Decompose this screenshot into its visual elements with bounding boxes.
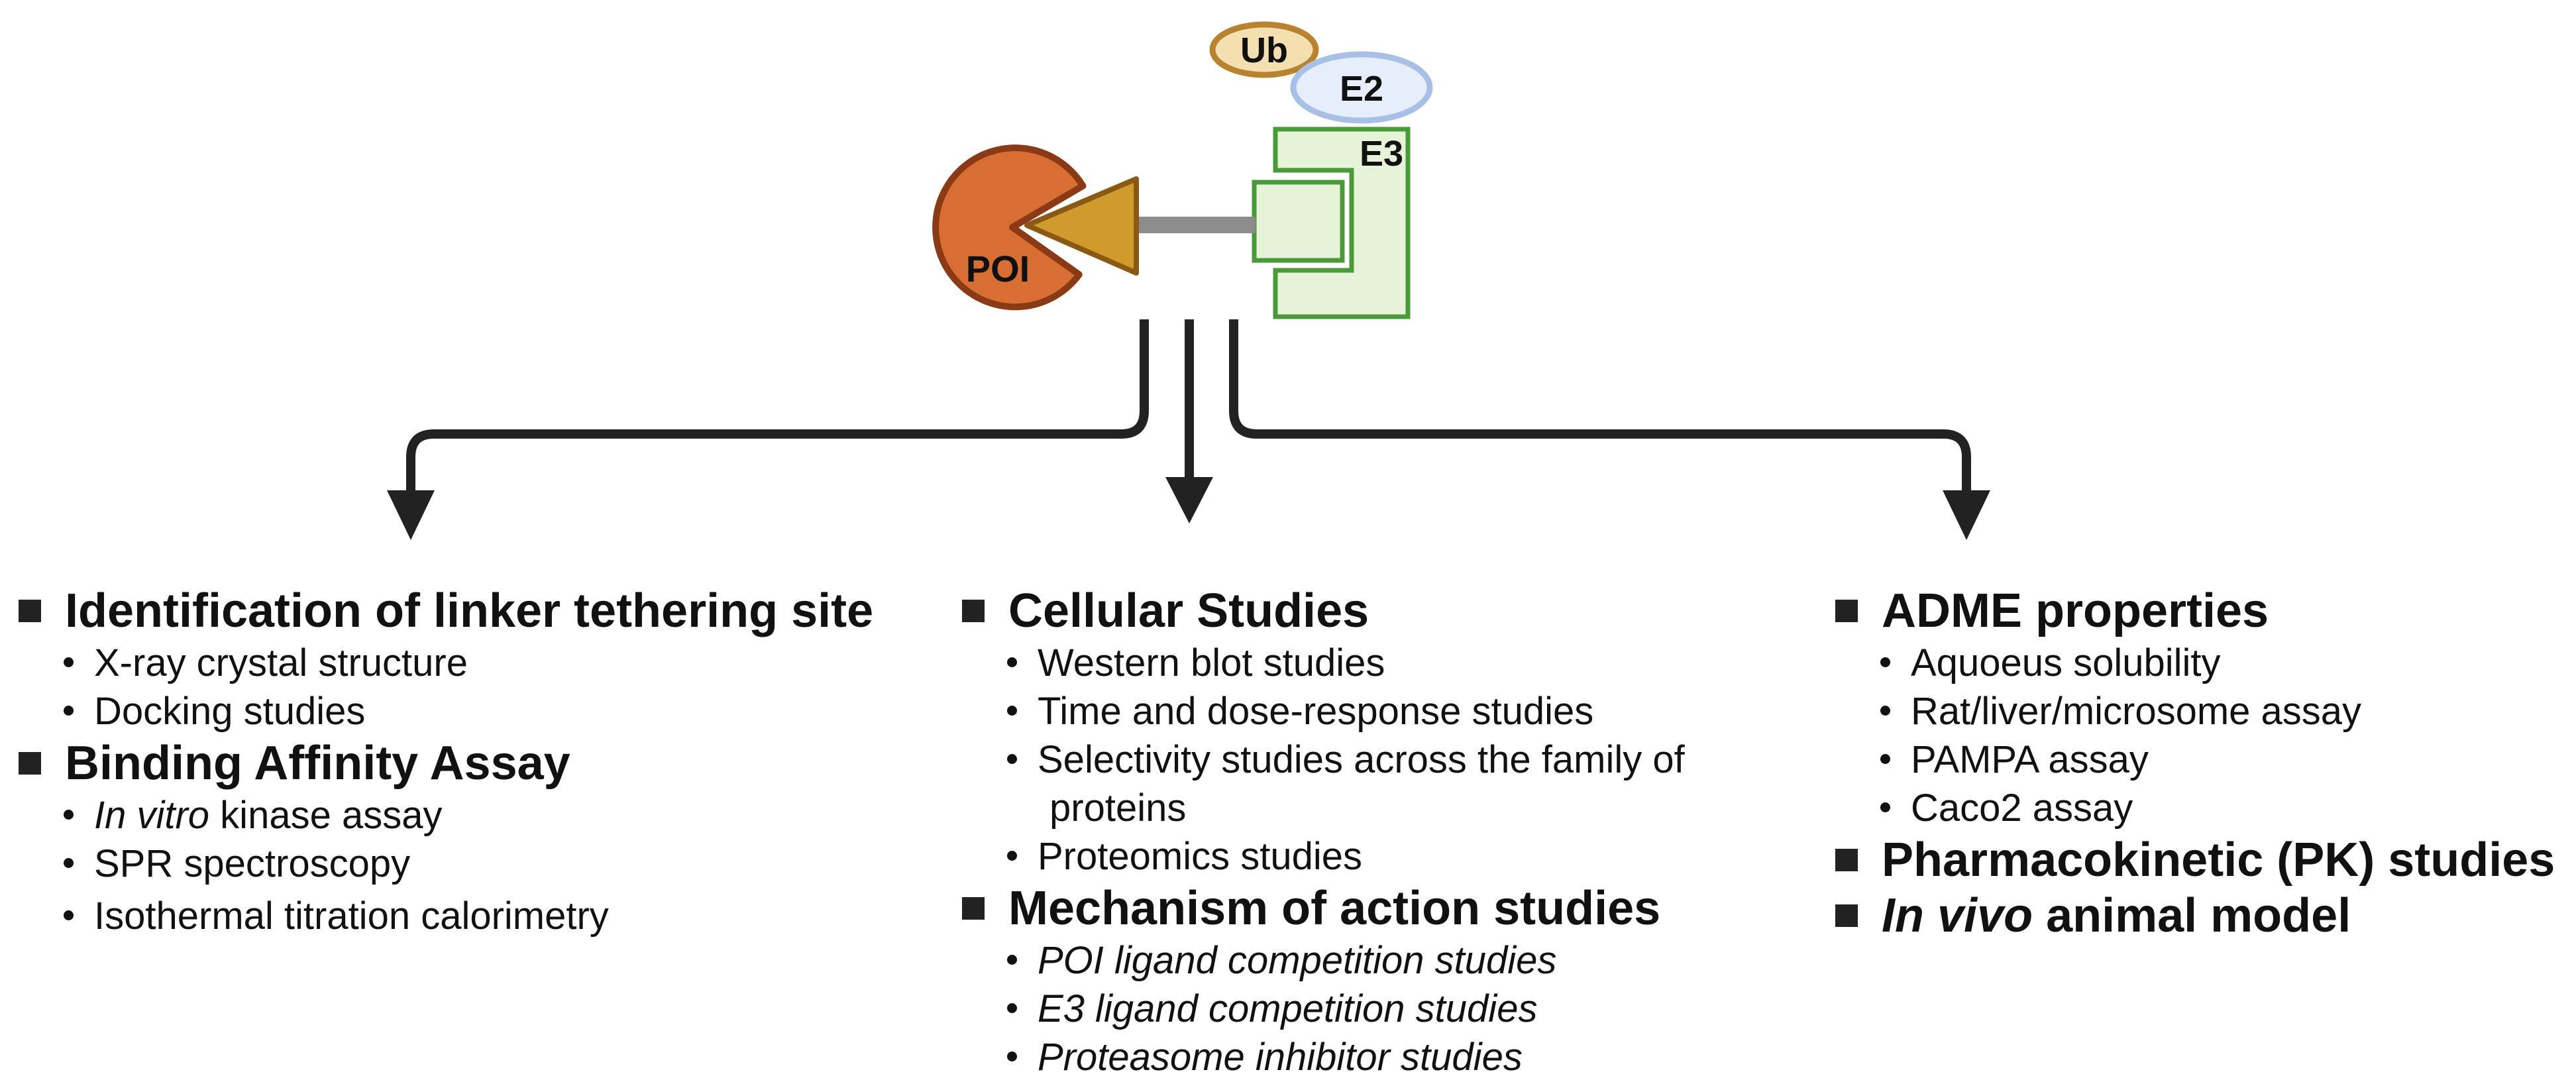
arrowhead-middle <box>1165 477 1213 523</box>
e2-enzyme: E2 <box>1290 51 1433 124</box>
list-item: X-ray crystal structure <box>60 639 873 687</box>
arrowheads <box>387 477 1990 540</box>
e2-label: E2 <box>1340 69 1383 109</box>
list-item: Proteasome inhibitor studies <box>1003 1033 1685 1081</box>
arrow-left-path <box>406 319 1149 496</box>
list-item-rest: kinase assay <box>209 794 443 837</box>
heading-pharmacokinetic: Pharmacokinetic (PK) studies <box>1835 832 2555 888</box>
list-item-continuation: proteins <box>1049 786 1187 830</box>
list-item: Rat/liver/microsome assay <box>1876 687 2555 735</box>
heading-in-vivo-model: In vivo animal model <box>1835 888 2555 944</box>
arrow-right-path <box>1229 319 1971 496</box>
ub-label: Ub <box>1240 30 1288 70</box>
square-bullet-icon <box>962 600 985 622</box>
e3-binding-pocket <box>1252 180 1345 263</box>
list-adme-properties: Aquoeus solubility Rat/liver/microsome a… <box>1835 639 2555 832</box>
square-bullet-icon <box>1835 600 1858 622</box>
ub-ellipse <box>1209 21 1319 78</box>
arrowhead-left <box>387 490 435 540</box>
column-left: Identification of linker tethering site … <box>19 583 873 940</box>
ubiquitin: Ub <box>1209 21 1319 78</box>
arrowhead-right <box>1943 490 1990 540</box>
list-linker-tethering: X-ray crystal structure Docking studies <box>19 639 873 735</box>
list-item: POI ligand competition studies <box>1003 936 1685 985</box>
e3-label: E3 <box>1360 134 1403 174</box>
list-item: Aquoeus solubility <box>1876 639 2555 687</box>
heading-adme-properties-text: ADME properties <box>1882 584 2269 637</box>
list-item: E3 ligand competition studies <box>1003 985 1685 1033</box>
square-bullet-icon <box>962 897 985 920</box>
linker <box>1136 217 1256 233</box>
heading-binding-affinity-text: Binding Affinity Assay <box>65 737 570 790</box>
heading-in-vivo-italic: In vivo <box>1882 889 2033 942</box>
square-bullet-icon <box>19 600 41 622</box>
list-item: Caco2 assay <box>1876 784 2555 832</box>
e3-body <box>1273 127 1411 319</box>
list-item: Time and dose-response studies <box>1003 687 1685 735</box>
column-middle: Cellular Studies Western blot studies Ti… <box>962 583 1685 1081</box>
square-bullet-icon <box>1835 849 1858 871</box>
list-cellular-studies: Western blot studies Time and dose-respo… <box>962 639 1685 881</box>
poi-ligand-warhead <box>1024 176 1139 276</box>
list-item-italic: In vitro <box>94 794 210 837</box>
list-item: In vitro kinase assay <box>60 791 873 839</box>
list-mechanism-of-action: POI ligand competition studies E3 ligand… <box>962 936 1685 1081</box>
heading-cellular-studies-text: Cellular Studies <box>1008 584 1369 637</box>
list-item: PAMPA assay <box>1876 735 2555 784</box>
heading-linker-tethering: Identification of linker tethering site <box>19 583 873 639</box>
arrows <box>406 319 1971 496</box>
square-bullet-icon <box>19 752 41 775</box>
heading-adme-properties: ADME properties <box>1835 583 2555 639</box>
list-item: Docking studies <box>60 687 873 735</box>
heading-mechanism-of-action-text: Mechanism of action studies <box>1008 882 1661 935</box>
poi-protein: POI <box>932 144 1087 311</box>
heading-cellular-studies: Cellular Studies <box>962 583 1685 639</box>
poi-label: POI <box>966 248 1030 290</box>
heading-pharmacokinetic-text: Pharmacokinetic (PK) studies <box>1882 834 2555 887</box>
list-item: Proteomics studies <box>1003 832 1685 881</box>
list-item: SPR spectroscopy <box>60 839 873 888</box>
e2-ellipse <box>1290 51 1433 124</box>
poi-shape <box>932 144 1087 311</box>
list-item: Isothermal titration calorimetry <box>60 892 873 940</box>
square-bullet-icon <box>1835 904 1858 927</box>
heading-linker-tethering-text: Identification of linker tethering site <box>65 584 874 637</box>
e3-ligase: E3 <box>1252 127 1411 319</box>
list-item: Western blot studies <box>1003 639 1685 687</box>
heading-mechanism-of-action: Mechanism of action studies <box>962 881 1685 936</box>
heading-in-vivo-rest: animal model <box>2033 889 2351 942</box>
column-right: ADME properties Aquoeus solubility Rat/l… <box>1835 583 2555 944</box>
list-item: Selectivity studies across the family of <box>1003 735 1685 784</box>
list-binding-affinity: In vitro kinase assay SPR spectroscopy I… <box>19 791 873 940</box>
heading-binding-affinity: Binding Affinity Assay <box>19 735 873 791</box>
